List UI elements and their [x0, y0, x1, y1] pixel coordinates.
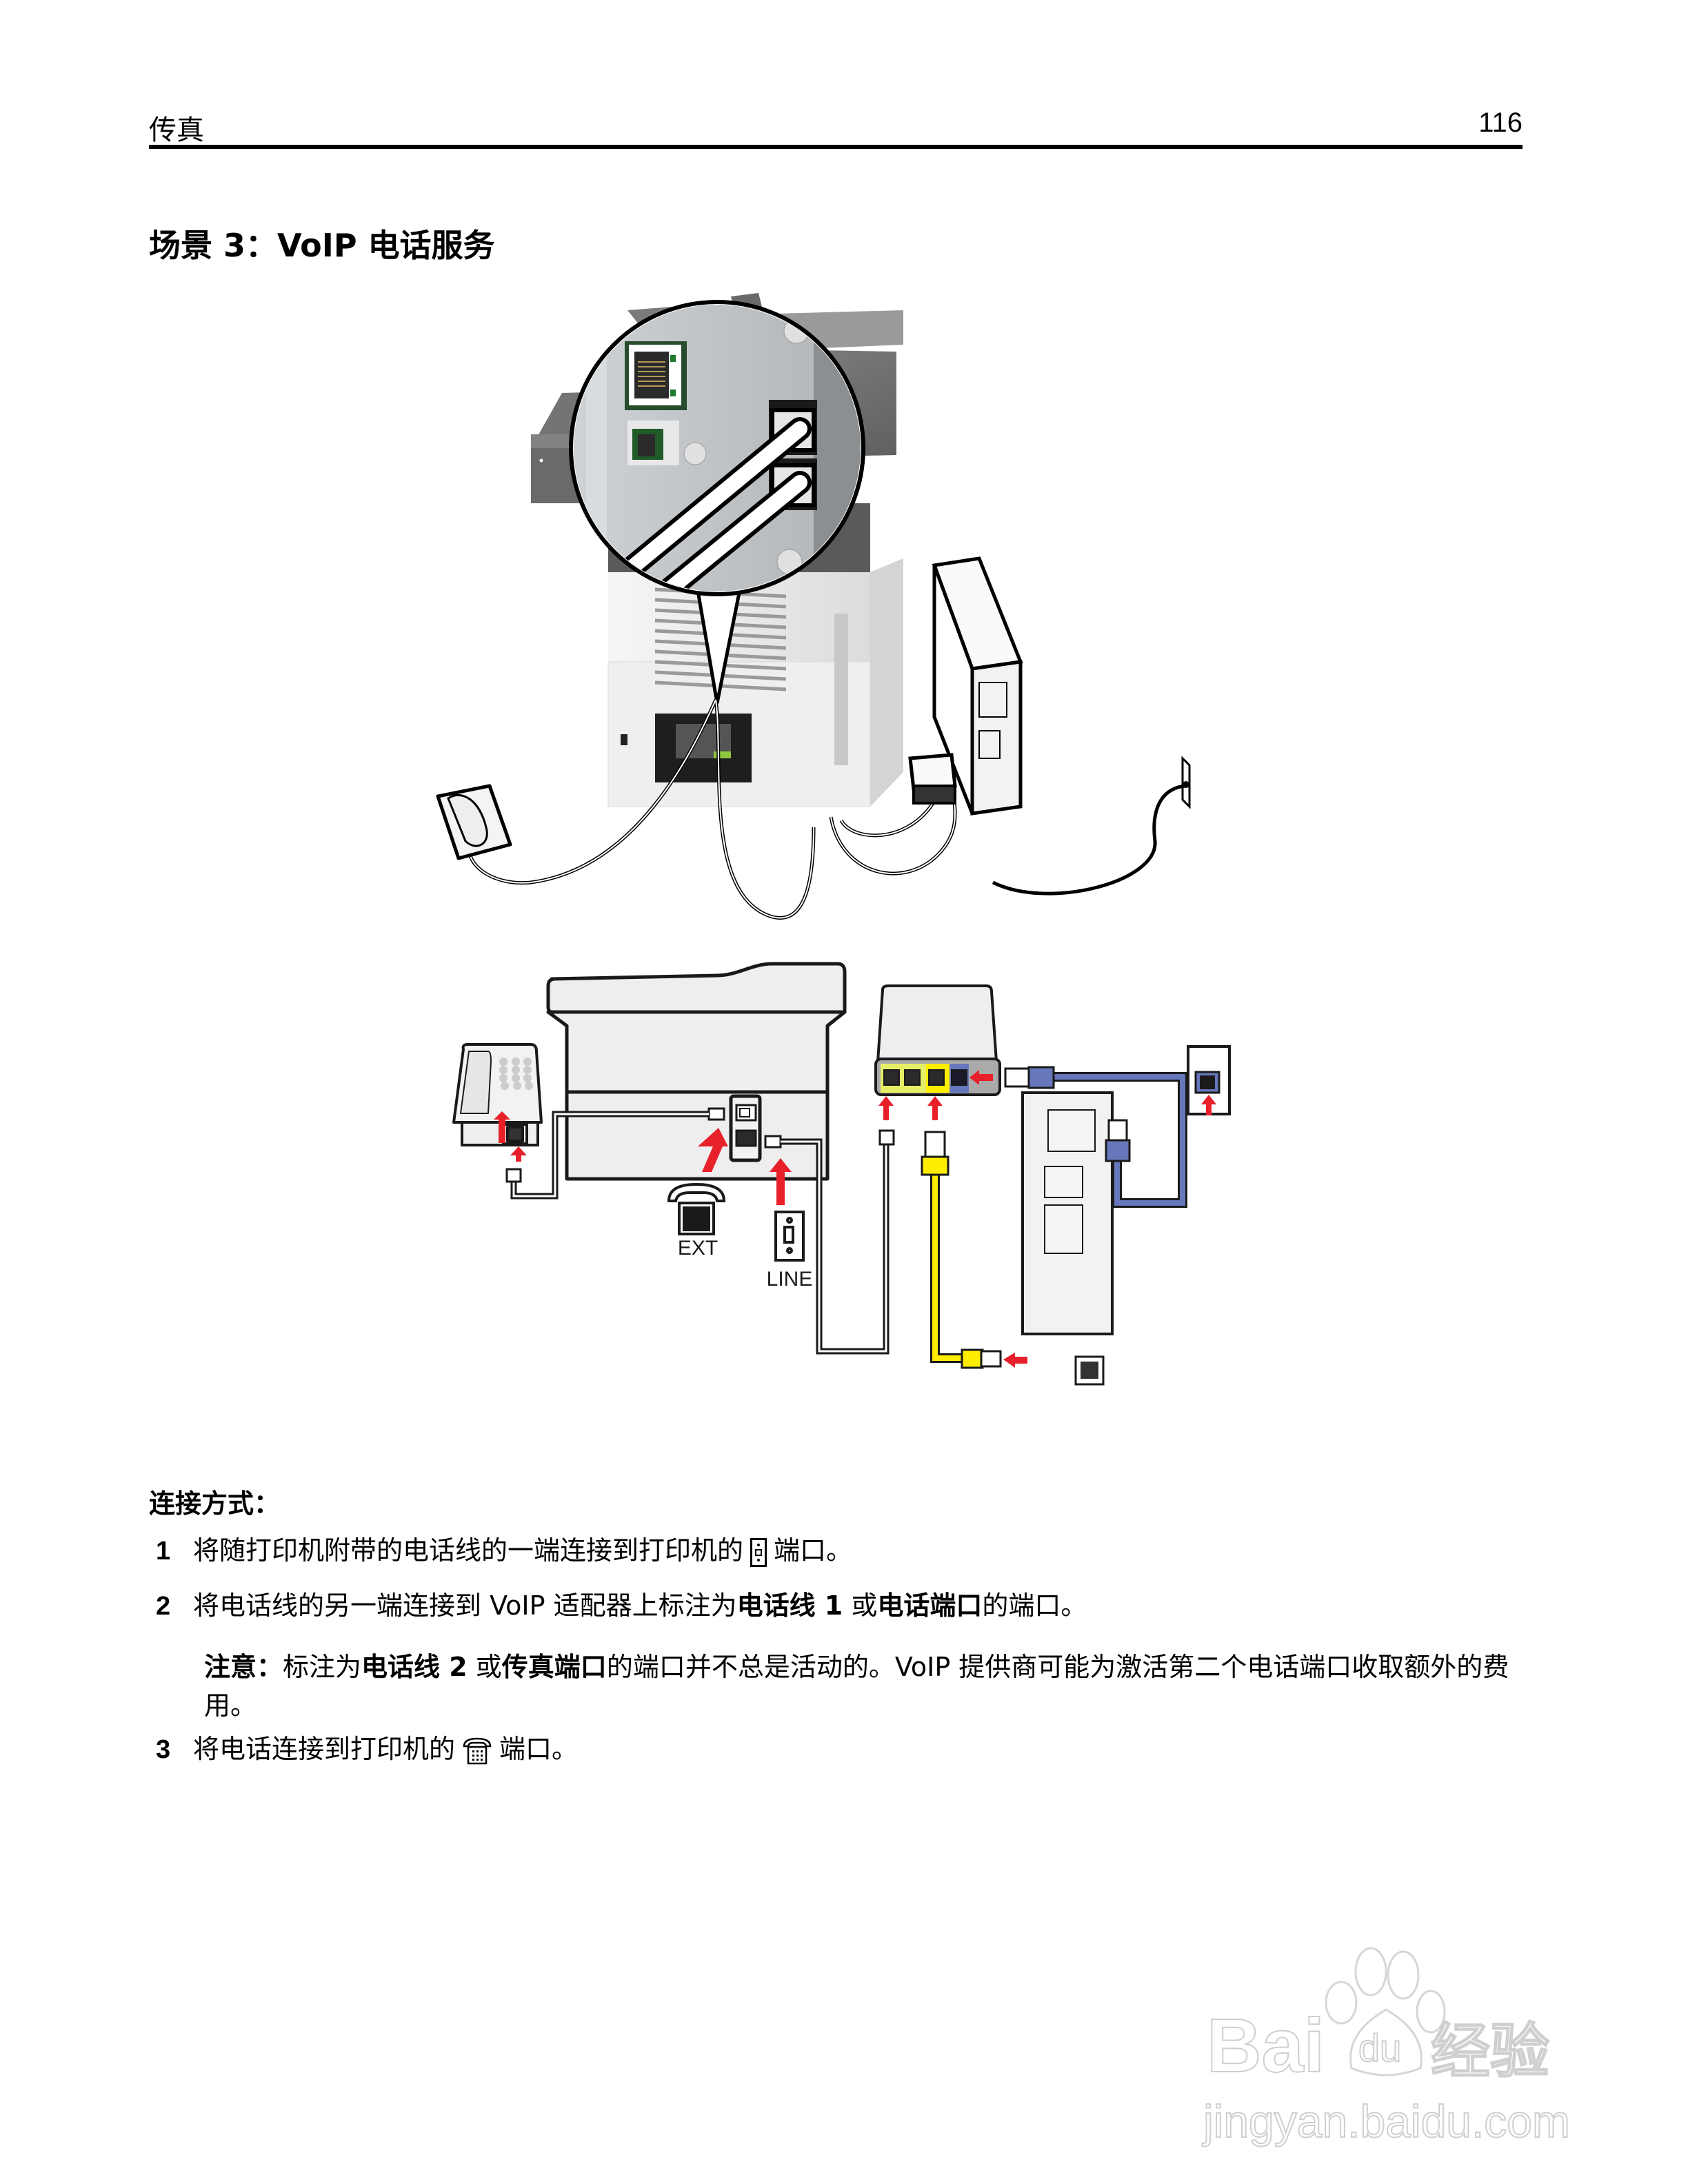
page-title: 场景 3：VoIP 电话服务	[149, 227, 495, 264]
step-text: 将随打印机附带的电话线的一端连接到打印机的	[193, 1535, 744, 1566]
note-text: 或	[467, 1652, 502, 1682]
computer-back-panel	[1021, 1091, 1114, 1335]
step-2: 2 将电话线的另一端连接到 VoIP 适配器上标注为电话线 1 或电话端口的端口。	[149, 1587, 1087, 1625]
port-label-line2: 电话线 2	[361, 1652, 468, 1682]
wall-jack	[992, 756, 1191, 896]
watermark-jingyan: 经验	[1431, 2017, 1549, 2086]
computer-tower	[932, 556, 1023, 816]
step-text: 将电话线的另一端连接到 VoIP 适配器上标注为	[193, 1590, 737, 1621]
ext-phone-icon	[667, 1182, 726, 1235]
keypad-dots	[499, 1058, 533, 1090]
step-number: 1	[156, 1537, 171, 1566]
voip-wiring-diagram: EXT LINE	[452, 962, 1231, 1386]
voip-adapter-diagram	[874, 984, 1001, 1096]
printer-line-port	[735, 1129, 757, 1147]
printer-connection-illustration	[436, 293, 1191, 920]
step-text: 将电话连接到打印机的	[193, 1734, 456, 1764]
connection-heading: 连接方式：	[149, 1488, 281, 1519]
line-port-icon	[750, 1537, 767, 1567]
step-text-end: 端口。	[499, 1734, 579, 1764]
telephone-device	[436, 784, 512, 860]
page-number: 116	[1478, 108, 1523, 138]
ext-label: EXT	[678, 1237, 718, 1260]
step-number: 3	[156, 1735, 171, 1764]
step-text-mid: 或	[843, 1590, 878, 1621]
port-label-fax: 传真端口	[501, 1652, 607, 1682]
note-text: 标注为	[283, 1652, 362, 1682]
watermark-brand: Bai	[1207, 2003, 1325, 2088]
note-text: 的端口并不总是活动的。VoIP 提供商可能为激活第二个电话端口收取额外的费用。	[204, 1652, 1509, 1721]
computer-ethernet-port	[1074, 1355, 1105, 1386]
note-paragraph: 注意：标注为电话线 2 或传真端口的端口并不总是活动的。VoIP 提供商可能为激…	[204, 1648, 1528, 1725]
telephone-port-icon	[463, 1737, 492, 1764]
line-wall-icon	[774, 1211, 805, 1262]
port-label-line1: 电话线 1	[736, 1590, 843, 1621]
port-label-phone: 电话端口	[877, 1590, 983, 1621]
step-1: 1 将随打印机附带的电话线的一端连接到打印机的端口。	[149, 1532, 852, 1570]
page-header: 传真 116	[149, 103, 1523, 149]
watermark-url: jingyan.baidu.com	[1202, 2096, 1570, 2147]
printer-phone-port	[735, 1104, 757, 1122]
step-number: 2	[156, 1592, 171, 1621]
step-text-end: 端口。	[774, 1535, 853, 1566]
voip-adapter	[908, 753, 957, 805]
printer-outline	[546, 962, 847, 1181]
red-arrows	[494, 1111, 792, 1205]
watermark-du: du	[1358, 2026, 1401, 2070]
baidu-watermark: Bai du 经验 jingyan.baidu.com	[1201, 1947, 1571, 2147]
step-text-end: 的端口。	[982, 1590, 1087, 1621]
section-title: 传真	[149, 114, 204, 146]
line-label: LINE	[767, 1268, 813, 1291]
header-rule	[149, 145, 1523, 149]
note-label: 注意：	[204, 1652, 283, 1682]
step-3: 3 将电话连接到打印机的 端口。	[149, 1730, 578, 1768]
